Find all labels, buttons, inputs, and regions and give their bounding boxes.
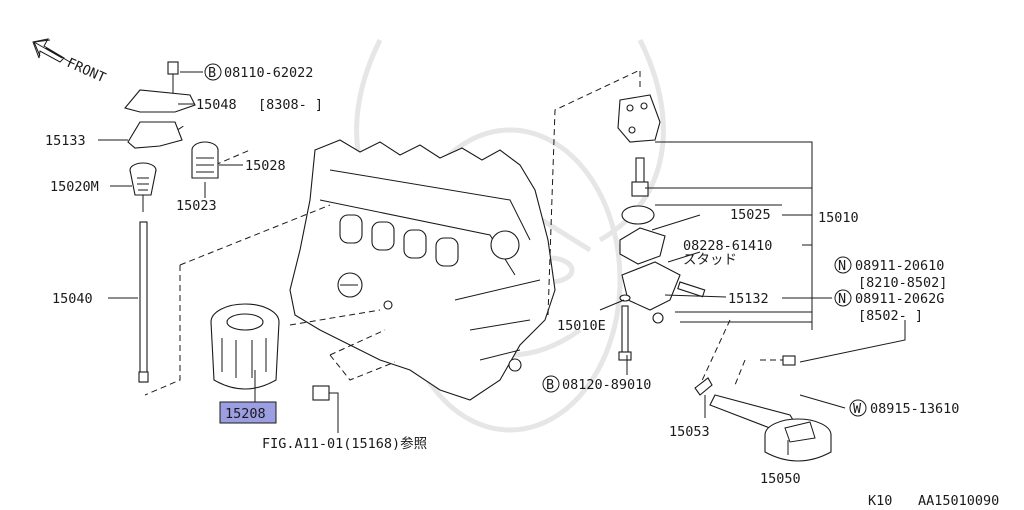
- svg-text:W: W: [853, 401, 862, 417]
- gear-15020m: [129, 162, 157, 212]
- leader-dashed-4: [329, 329, 396, 381]
- leader-lines: [98, 71, 906, 455]
- engine-block: [289, 139, 556, 401]
- shaft-15040: [138, 221, 149, 383]
- label-15053: 15053: [669, 424, 710, 440]
- label-08120-89010: 08120-89010: [562, 377, 651, 393]
- label-08911-2062g: 08911-2062G: [855, 291, 944, 307]
- front-label: FRONT: [64, 55, 108, 86]
- gasket-15053: [694, 377, 713, 396]
- leader-dashed-1: [144, 204, 381, 396]
- marker-w-08915: W: [849, 399, 867, 417]
- label-15048: 15048: [196, 97, 237, 113]
- marker-b-08110: B: [204, 63, 222, 81]
- marker-n-08911-a: N: [834, 256, 852, 274]
- leader-dashed-6: [734, 359, 790, 386]
- footer-code-right: AA15010090: [918, 493, 999, 509]
- pump-shaft: [631, 157, 649, 197]
- washer-part: [782, 355, 796, 366]
- pump-cover: [621, 261, 681, 311]
- leader-dashed-3: [547, 69, 641, 316]
- label-08110-62022: 08110-62022: [224, 65, 313, 81]
- label-15010e: 15010E: [557, 318, 606, 334]
- label-15050: 15050: [760, 471, 801, 487]
- front-arrow-icon: [32, 38, 71, 63]
- oil-strainer-15050: [709, 394, 832, 462]
- label-15020m: 15020M: [50, 179, 99, 195]
- label-15040: 15040: [52, 291, 93, 307]
- sensor-part: [312, 385, 330, 401]
- svg-text:N: N: [838, 258, 846, 274]
- oil-filter-15208: [210, 303, 280, 390]
- label-15028: 15028: [245, 158, 286, 174]
- label-15010: 15010: [818, 210, 859, 226]
- nut-part: [652, 312, 664, 324]
- bolt-08110: [167, 61, 179, 96]
- label-08911-20610: 08911-20610: [855, 258, 944, 274]
- label-stud: スタッド: [683, 252, 737, 268]
- svg-text:B: B: [546, 377, 554, 393]
- marker-n-08911-b: N: [834, 289, 852, 307]
- label-15025: 15025: [730, 207, 771, 223]
- label-08915-13610: 08915-13610: [870, 401, 959, 417]
- bolt-08120: [618, 294, 632, 361]
- bracket-15048: [124, 89, 196, 113]
- footer-code-left: K10: [868, 493, 892, 509]
- svg-text:B: B: [208, 65, 216, 81]
- pump-rotor: [621, 205, 655, 225]
- label-15133: 15133: [45, 133, 86, 149]
- label-08228-61410: 08228-61410: [683, 238, 772, 254]
- highlight-15208: [219, 401, 277, 424]
- label-15023: 15023: [176, 198, 217, 214]
- label-08911-2062g-range: [8502- ]: [858, 308, 923, 324]
- label-15208: 15208: [225, 406, 266, 422]
- bracket-15133: [127, 121, 183, 149]
- label-fig-reference: FIG.A11-01(15168)参照: [262, 435, 427, 452]
- label-15132: 15132: [728, 291, 769, 307]
- pump-gasket: [619, 227, 666, 265]
- gear-15023: [191, 141, 219, 179]
- svg-text:N: N: [838, 291, 846, 307]
- label-15048-range: [8308- ]: [258, 97, 323, 113]
- marker-b-08120: B: [542, 375, 560, 393]
- stud-part: [677, 281, 706, 298]
- oil-pump-body: [617, 94, 661, 143]
- leader-dashed-5: [699, 319, 731, 386]
- label-08911-20610-range: [8210-8502]: [858, 275, 947, 291]
